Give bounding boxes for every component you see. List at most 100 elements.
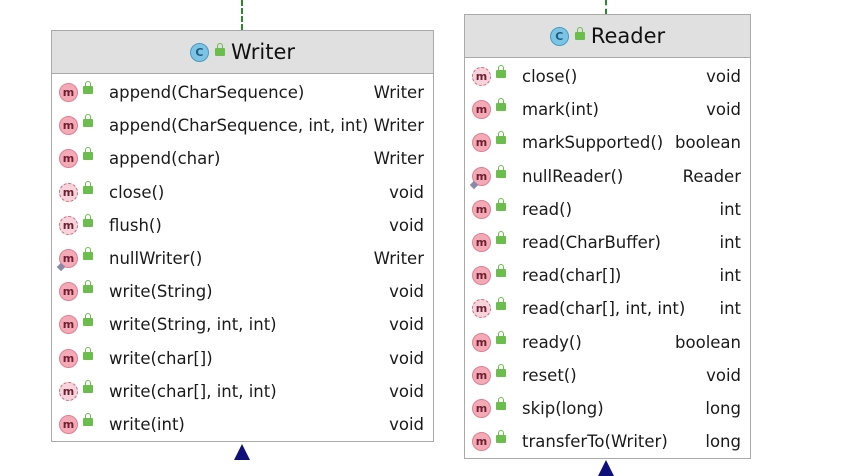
method-return-type: int	[719, 299, 741, 319]
method-return-type: void	[389, 348, 424, 368]
method-row[interactable]: m append(CharSequence) Writer	[52, 76, 433, 109]
method-icon: m	[472, 232, 491, 252]
method-signature: write(int)	[109, 414, 185, 434]
method-return-type: long	[705, 432, 741, 452]
public-lock-icon	[496, 230, 506, 244]
method-row[interactable]: m nullReader() Reader	[465, 160, 750, 193]
method-signature: read(CharBuffer)	[522, 233, 661, 253]
method-icon: m	[472, 398, 491, 418]
public-lock-icon	[496, 164, 506, 178]
method-return-type: void	[389, 414, 424, 434]
public-lock-icon	[496, 396, 506, 410]
public-lock-icon	[574, 27, 585, 40]
public-lock-icon	[496, 98, 506, 112]
abstract-method-icon: m	[59, 215, 78, 235]
public-lock-icon	[496, 197, 506, 211]
public-lock-icon	[496, 65, 506, 78]
method-return-type: void	[389, 215, 424, 235]
public-lock-icon	[83, 213, 93, 227]
abstract-method-icon: m	[59, 381, 78, 401]
reader-class-header[interactable]: C Reader	[465, 15, 750, 58]
method-signature: append(CharSequence)	[109, 83, 305, 103]
public-lock-icon	[496, 330, 506, 344]
writer-class-header[interactable]: C Writer	[52, 31, 433, 74]
public-lock-icon	[83, 346, 93, 360]
public-lock-icon	[496, 430, 506, 444]
method-icon: m	[472, 166, 491, 186]
method-signature: write(char[], int, int)	[109, 381, 277, 401]
method-signature: reset()	[522, 365, 577, 385]
method-signature: append(CharSequence, int, int)	[109, 116, 369, 136]
method-return-type: boolean	[675, 133, 741, 153]
method-row[interactable]: m write(String, int, int) void	[52, 308, 433, 341]
method-return-type: Writer	[373, 249, 424, 269]
method-return-type: boolean	[675, 332, 741, 352]
method-icon: m	[472, 266, 491, 286]
method-icon: m	[59, 348, 78, 368]
class-icon: C	[189, 42, 209, 62]
public-lock-icon	[83, 313, 93, 327]
method-row[interactable]: m write(char[]) void	[52, 342, 433, 375]
method-icon: m	[59, 315, 78, 335]
method-signature: read()	[522, 199, 573, 219]
method-signature: mark(int)	[522, 100, 599, 120]
method-signature: markSupported()	[522, 133, 664, 153]
method-return-type: Writer	[373, 83, 424, 103]
method-return-type: long	[705, 398, 741, 418]
method-icon: m	[472, 133, 491, 153]
abstract-method-icon: m	[472, 67, 491, 86]
class-icon: C	[549, 26, 569, 46]
method-signature: write(String, int, int)	[109, 315, 277, 335]
method-icon: m	[472, 199, 491, 219]
method-signature: nullReader()	[522, 166, 624, 186]
method-icon: m	[472, 365, 491, 385]
method-signature: transferTo(Writer)	[522, 432, 668, 452]
method-row[interactable]: m reset() void	[465, 359, 750, 392]
reader-class-name: Reader	[590, 24, 666, 48]
method-row[interactable]: m markSupported() boolean	[465, 126, 750, 159]
method-signature: close()	[522, 67, 578, 87]
public-lock-icon	[83, 412, 93, 426]
method-signature: read(char[])	[522, 266, 622, 286]
public-lock-icon	[83, 114, 93, 128]
method-row[interactable]: m read(char[]) int	[465, 259, 750, 292]
method-signature: read(char[], int, int)	[522, 299, 686, 319]
method-signature: write(char[])	[109, 348, 213, 368]
method-signature: close()	[109, 182, 165, 202]
public-lock-icon	[83, 379, 93, 393]
method-signature: ready()	[522, 332, 582, 352]
method-icon: m	[59, 248, 78, 268]
method-icon: m	[59, 149, 78, 169]
writer-class-name: Writer	[230, 40, 296, 64]
method-return-type: int	[719, 266, 741, 286]
writer-top-connector	[241, 0, 243, 30]
method-icon: m	[59, 83, 78, 102]
public-lock-icon	[496, 131, 506, 145]
method-return-type: Reader	[682, 166, 741, 186]
method-return-type: void	[389, 282, 424, 302]
public-lock-icon	[83, 81, 93, 94]
method-signature: write(String)	[109, 282, 213, 302]
method-return-type: void	[706, 365, 741, 385]
method-return-type: Writer	[373, 116, 424, 136]
method-return-type: void	[389, 315, 424, 335]
method-signature: append(char)	[109, 149, 221, 169]
